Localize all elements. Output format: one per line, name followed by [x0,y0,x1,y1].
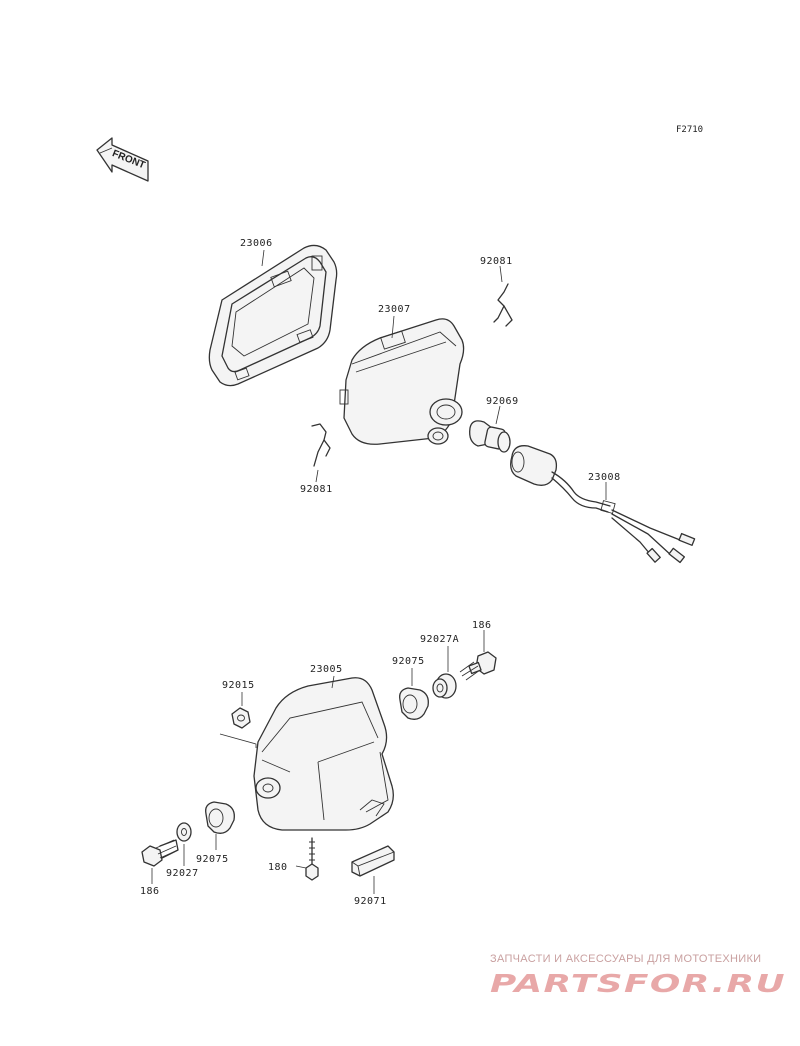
part-label-92069: 92069 [486,396,519,407]
part-label-92075-left: 92075 [196,854,229,865]
bulb-92069 [469,420,511,453]
grommet-92075-right [399,687,429,720]
headlight-rim-23006 [208,244,338,387]
adjust-screw-180 [305,837,319,881]
socket-harness-23008 [510,445,696,564]
collar-92027A [432,673,457,699]
grommet-92075-left [205,801,235,834]
part-label-23007: 23007 [378,304,411,315]
bolt-186-left [141,839,179,867]
spring-clip-92081-top [493,283,513,327]
part-label-92081-top: 92081 [480,256,513,267]
part-label-92081-bottom: 92081 [300,484,333,495]
watermark-tagline: ЗАПЧАСТИ И АКСЕССУАРЫ ДЛЯ МОТОТЕХНИКИ [490,953,761,965]
part-label-92027: 92027 [166,868,199,879]
figure-code: F2710 [676,125,703,135]
part-label-92015: 92015 [222,680,255,691]
pad-92071 [351,845,395,877]
part-label-23006: 23006 [240,238,273,249]
washer-92027 [176,822,192,842]
front-arrow-icon: FRONT [96,137,149,182]
nut-92015 [231,707,251,729]
part-label-23008: 23008 [588,472,621,483]
part-label-92075-right: 92075 [392,656,425,667]
part-label-186-right: 186 [472,620,492,631]
part-label-180: 180 [268,862,288,873]
part-label-186-left: 186 [140,886,160,897]
headlight-case-23005 [253,677,394,831]
watermark-logo: PARTSFOR.RU [490,969,786,998]
bolt-186-right [459,651,497,681]
part-label-92071: 92071 [354,896,387,907]
watermark: ЗАПЧАСТИ И АКСЕССУАРЫ ДЛЯ МОТОТЕХНИКИ PA… [490,953,786,998]
spring-clip-92081-bottom [311,423,331,467]
assembly-line-left [219,733,257,748]
part-label-92027A: 92027A [420,634,459,645]
part-label-23005: 23005 [310,664,343,675]
headlight-unit-23007 [339,318,465,445]
assembly-line-stud [261,759,291,773]
